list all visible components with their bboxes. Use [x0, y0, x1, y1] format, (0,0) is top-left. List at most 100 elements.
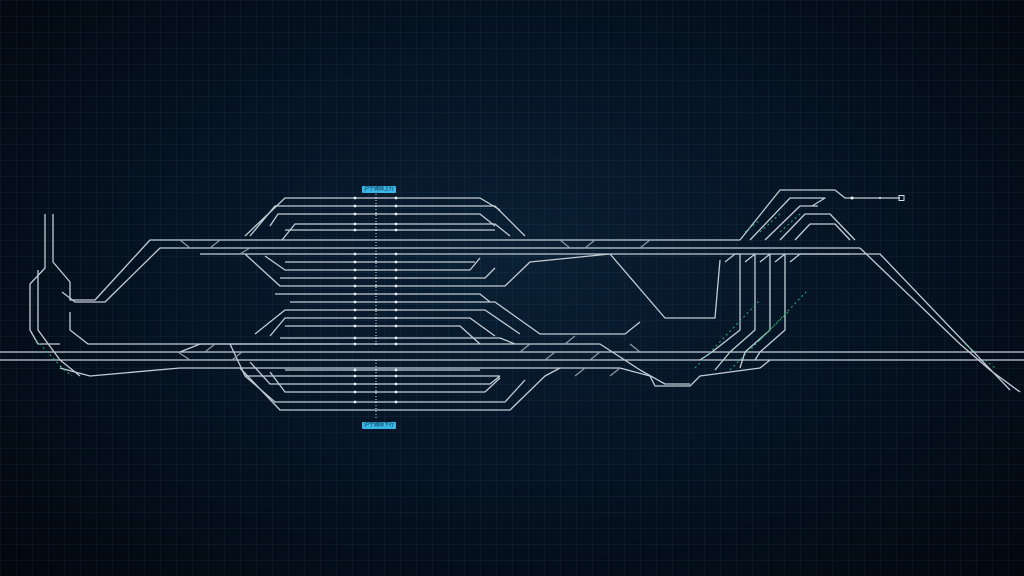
signal-dot-icon	[394, 276, 398, 280]
signal-dot-icon	[375, 269, 377, 271]
xover-14	[179, 239, 191, 249]
east-terminal	[850, 195, 905, 201]
lower-platform-tracks	[179, 309, 690, 411]
xover-12	[584, 239, 596, 249]
signal-dot-icon	[353, 390, 357, 394]
west-stub-2	[52, 214, 740, 301]
signal-dot-icon	[375, 301, 377, 303]
upper-track-3	[269, 213, 496, 227]
signal-dot-icon	[353, 260, 357, 264]
east-down-1	[699, 253, 741, 361]
signal-dot-icon	[375, 325, 377, 327]
station-signal-dots	[353, 196, 398, 404]
signal-dot-icon	[394, 382, 398, 386]
signal-dot-icon	[394, 390, 398, 394]
signal-dot-icon	[353, 316, 357, 320]
signal-east-5	[759, 213, 781, 233]
signal-dot-icon	[353, 276, 357, 280]
signal-dot-icon	[375, 337, 377, 339]
crossovers	[177, 239, 651, 377]
east-yard	[619, 189, 1021, 393]
upper-track-4	[281, 223, 511, 241]
xover-13	[639, 239, 651, 249]
xover-7	[589, 351, 601, 361]
signal-dot-icon	[353, 382, 357, 386]
lower-track-4	[280, 337, 516, 345]
xover-8	[574, 367, 586, 377]
signal-dot-icon	[375, 369, 377, 371]
signal-dot-icon	[375, 253, 377, 255]
signal-east-8	[984, 359, 996, 369]
signal-dot-icon	[394, 400, 398, 404]
signal-dot-icon	[353, 228, 357, 232]
signal-dot-icon	[375, 205, 377, 207]
signal-dot-icon	[394, 212, 398, 216]
xover-5	[544, 351, 556, 361]
signal-dot-icon	[375, 197, 377, 199]
terminal-signal-icon-2	[879, 197, 881, 199]
xover-4	[519, 343, 531, 353]
signal-dot-icon	[353, 284, 357, 288]
lower-track-9	[244, 375, 526, 403]
signal-dot-icon	[353, 196, 357, 200]
signal-dot-icon	[353, 374, 357, 378]
upper-mid-4	[280, 267, 496, 279]
signal-dot-icon	[394, 284, 398, 288]
signal-dot-icon	[394, 374, 398, 378]
west-loop	[29, 214, 1011, 391]
signal-dot-icon	[375, 375, 377, 377]
signal-dot-icon	[353, 268, 357, 272]
signal-dot-icon	[375, 317, 377, 319]
signal-dot-icon	[394, 228, 398, 232]
west-loop-lower	[59, 367, 620, 377]
xover-11	[559, 239, 571, 249]
lower-track-2	[269, 317, 496, 337]
signal-dot-icon	[394, 336, 398, 340]
east-lower-1	[619, 359, 771, 387]
signal-dot-icon	[394, 316, 398, 320]
upper-platform-tracks	[244, 197, 721, 335]
signal-dot-icon	[394, 368, 398, 372]
buffer-stop-icon	[898, 195, 905, 201]
signal-dot-icon	[353, 368, 357, 372]
xover-6	[564, 335, 576, 345]
east-track-2	[749, 197, 826, 241]
signal-dot-icon	[394, 268, 398, 272]
signal-dot-icon	[375, 285, 377, 287]
signal-dot-icon	[394, 342, 398, 346]
xover-9	[609, 367, 621, 377]
signal-dot-icon	[394, 300, 398, 304]
east-track-4	[779, 213, 856, 241]
xover-15	[209, 239, 221, 249]
signal-dot-icon	[353, 342, 357, 346]
west-branch	[200, 253, 1011, 391]
signal-dot-icon	[353, 292, 357, 296]
signal-dot-icon	[353, 212, 357, 216]
lower-track-10	[239, 367, 561, 411]
west-loop-inner	[69, 312, 340, 345]
lower-track-6	[249, 361, 501, 385]
upper-mid-5	[275, 293, 491, 303]
signal-dot-icon	[375, 309, 377, 311]
terminal-signal-icon	[850, 196, 854, 200]
signal-east-7	[964, 343, 976, 353]
xover-1	[177, 351, 191, 361]
signal-east-3	[759, 289, 809, 341]
west-stub-1	[29, 214, 60, 345]
signal-east-1	[694, 299, 761, 369]
upper-mid-2	[264, 255, 481, 271]
east-track-1	[739, 189, 900, 241]
signal-dot-icon	[353, 222, 357, 226]
signal-dot-icon	[375, 401, 377, 403]
lower-track-7	[269, 371, 501, 393]
west-loop-outer	[61, 247, 860, 303]
east-down-4	[754, 253, 786, 361]
signal-dot-icon	[394, 222, 398, 226]
east-down-2	[714, 253, 756, 371]
signal-dot-icon	[394, 252, 398, 256]
xover-10	[629, 343, 641, 353]
signal-dot-icon	[375, 293, 377, 295]
east-track-5	[794, 223, 851, 241]
